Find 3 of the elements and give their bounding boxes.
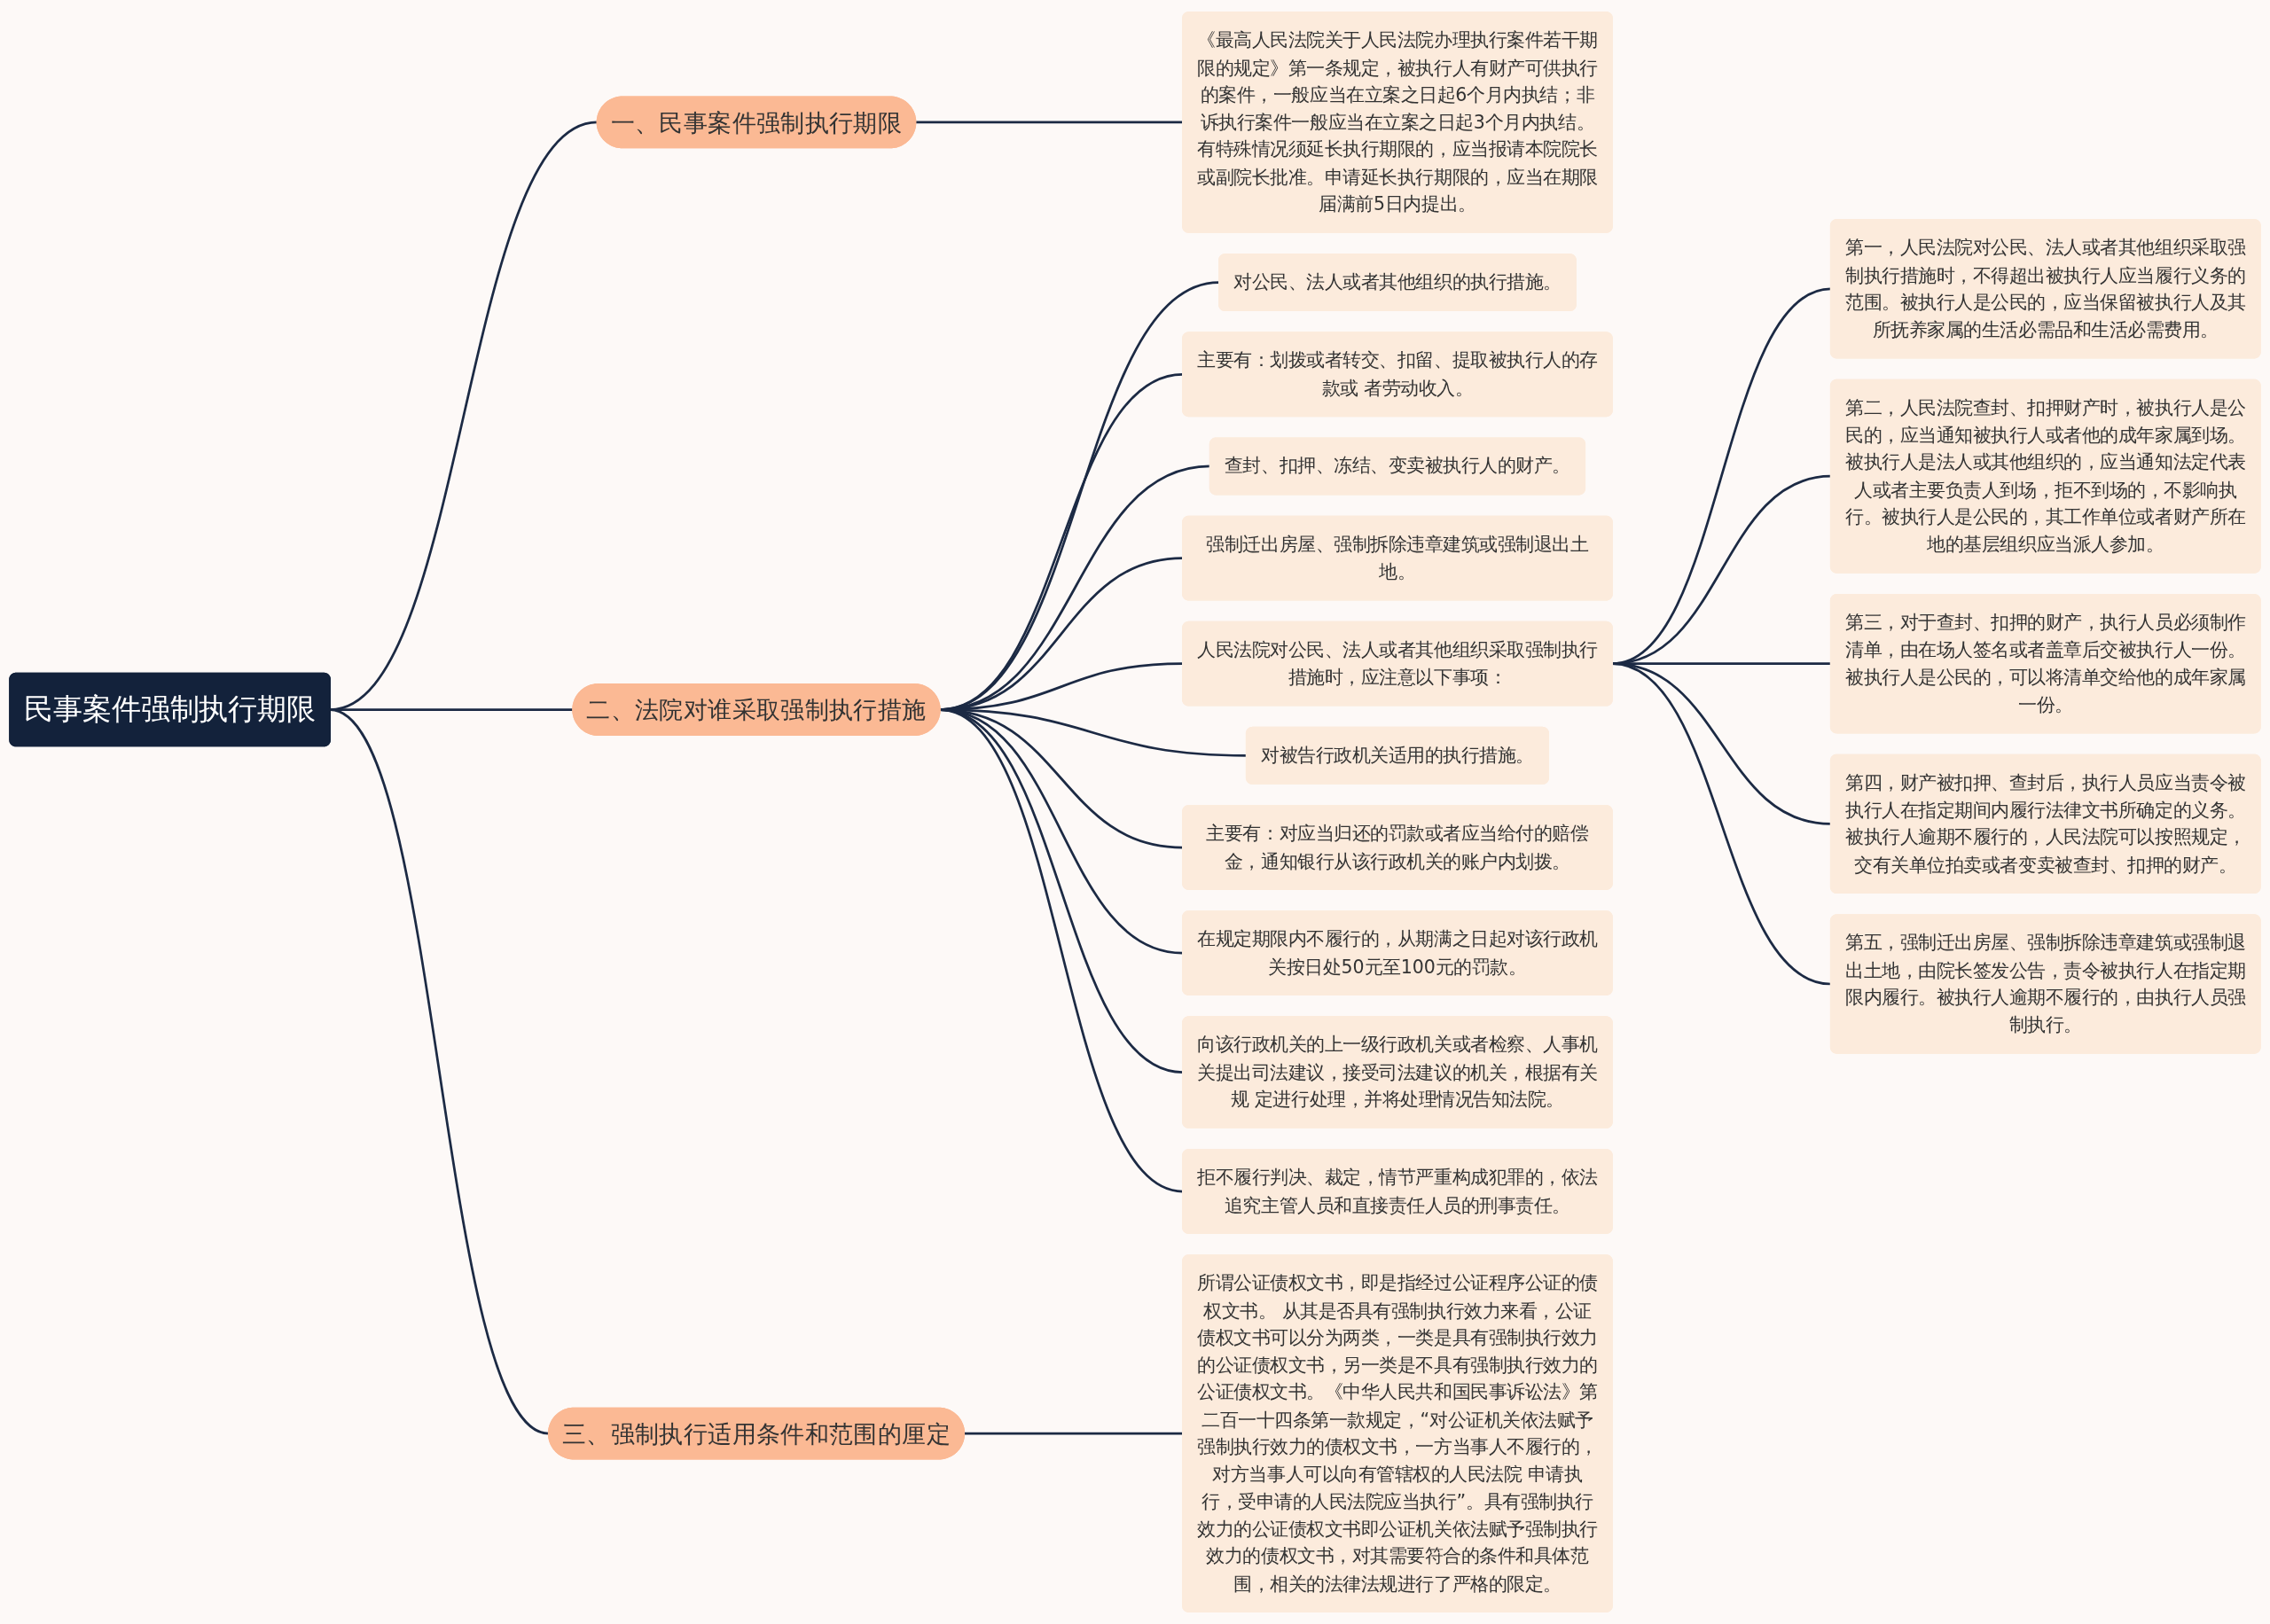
connector xyxy=(915,121,1183,124)
connector xyxy=(964,1432,1183,1435)
connector xyxy=(1611,662,1831,986)
